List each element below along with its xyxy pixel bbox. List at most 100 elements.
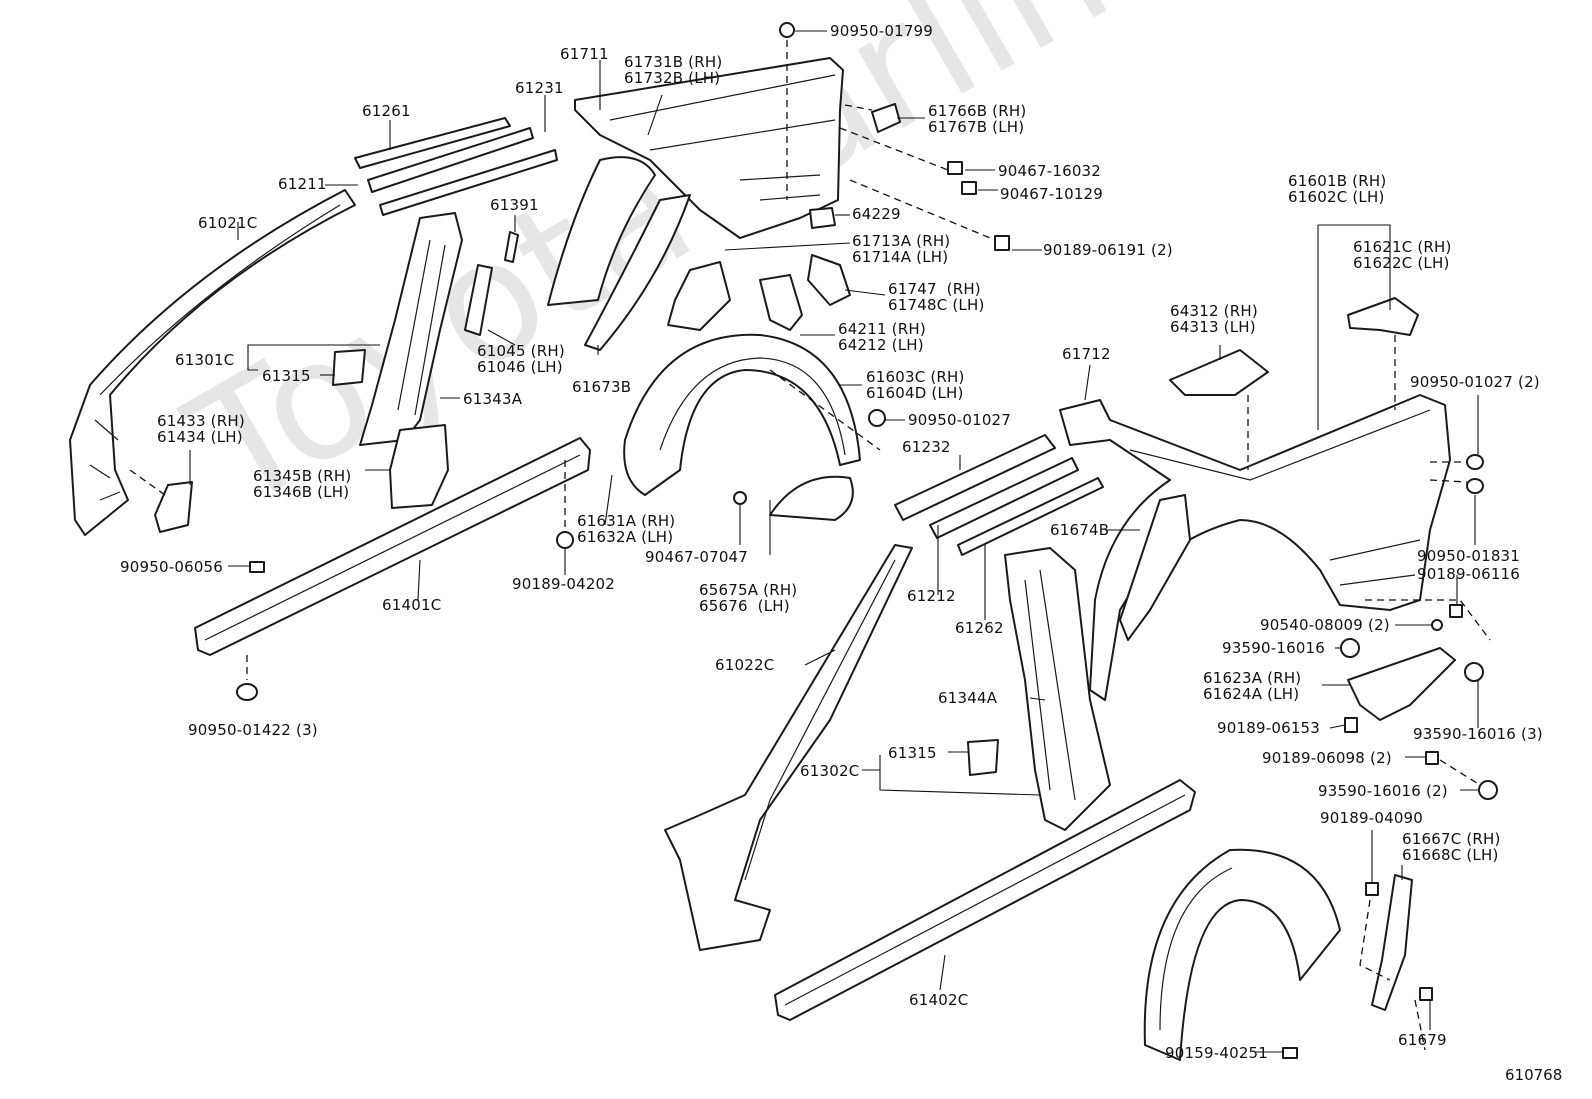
part-61747 — [807, 254, 851, 306]
fastener-90189-06116 — [1449, 604, 1463, 618]
dashed-lines — [129, 40, 1491, 1051]
part-61621c — [1347, 297, 1419, 336]
label-90950-01027: 90950-01027 — [908, 411, 1012, 429]
label-61391: 61391 — [490, 196, 539, 214]
label-61679: 61679 — [1398, 1031, 1447, 1049]
part-61766b — [871, 103, 901, 133]
label-64229: 64229 — [852, 205, 901, 223]
fastener-90950-01831 — [1466, 478, 1484, 494]
label-61667c: 61667C (RH)61668C (LH) — [1402, 830, 1501, 864]
part-61045 — [464, 264, 493, 336]
part-61262 — [957, 477, 1104, 556]
label-90189-04202: 90189-04202 — [512, 575, 616, 593]
label-61673b: 61673B — [572, 378, 632, 396]
label-61674b: 61674B — [1050, 521, 1110, 539]
label-90189-06116: 90189-06116 — [1417, 565, 1521, 583]
fastener-90950-01422 — [236, 683, 258, 701]
label-61232: 61232 — [902, 438, 951, 456]
label-61022c: 61022C — [715, 656, 775, 674]
label-61712: 61712 — [1062, 345, 1111, 363]
fastener-90950-01799 — [779, 22, 795, 38]
label-93590-16016-a: 93590-16016 — [1222, 639, 1326, 657]
part-61345b — [389, 424, 449, 509]
clip-93590-16016-3 — [1464, 662, 1484, 682]
part-64229 — [809, 207, 836, 229]
label-61713a: 61713A (RH)61714A (LH) — [852, 232, 951, 266]
label-90950-01027-rear: 90950-01027 (2) — [1410, 373, 1540, 391]
label-61315-front: 61315 — [262, 367, 311, 385]
part-61315-front — [332, 349, 366, 386]
label-61402c: 61402C — [909, 991, 969, 1009]
label-61601b: 61601B (RH)61602C (LH) — [1288, 172, 1387, 206]
fastener-61679 — [1419, 987, 1433, 1001]
label-90159-40251: 90159-40251 — [1165, 1044, 1269, 1062]
label-90540-08009: 90540-08009 (2) — [1260, 616, 1390, 634]
part-61623a — [1347, 647, 1456, 721]
label-61631a: 61631A (RH)61632A (LH) — [577, 512, 676, 546]
part-65675a — [769, 475, 854, 521]
label-90467-16032: 90467-16032 — [998, 162, 1102, 180]
fastener-90950-06056 — [249, 561, 265, 573]
fastener-90950-01027 — [868, 409, 886, 427]
part-61713a — [667, 261, 731, 331]
label-61401c: 61401C — [382, 596, 442, 614]
label-90189-04090: 90189-04090 — [1320, 809, 1424, 827]
label-90467-07047: 90467-07047 — [645, 548, 749, 566]
label-61021c: 61021C — [198, 214, 258, 232]
fastener-90467-07047 — [733, 491, 747, 505]
label-64312: 64312 (RH)64313 (LH) — [1170, 302, 1258, 336]
part-61315-rear — [967, 739, 999, 776]
part-61232 — [894, 434, 1056, 521]
label-61433: 61433 (RH)61434 (LH) — [157, 412, 245, 446]
diagram-id: 610768 — [1505, 1066, 1563, 1084]
leader-lines — [189, 30, 1479, 1053]
label-90950-01422: 90950-01422 (3) — [188, 721, 318, 739]
clip-93590-16016-2 — [1478, 780, 1498, 800]
label-90189-06153: 90189-06153 — [1217, 719, 1321, 737]
part-61673b — [547, 156, 656, 306]
fastener-90189-04202 — [556, 531, 574, 549]
part-61391 — [504, 231, 519, 263]
fastener-90189-06191 — [994, 235, 1010, 251]
part-61021c — [69, 189, 356, 536]
label-90189-06191: 90189-06191 (2) — [1043, 241, 1173, 259]
part-61301c — [359, 212, 463, 446]
label-61766b: 61766B (RH)61767B (LH) — [928, 102, 1027, 136]
label-61231: 61231 — [515, 79, 564, 97]
label-61302c: 61302C — [800, 762, 860, 780]
label-61731b: 61731B (RH)61732B (LH) — [624, 53, 723, 87]
fastener-90189-04090 — [1365, 882, 1379, 896]
part-61711 — [574, 57, 844, 239]
label-90189-06098: 90189-06098 (2) — [1262, 749, 1392, 767]
label-61711: 61711 — [560, 45, 609, 63]
fastener-90189-06098 — [1425, 751, 1439, 765]
part-61674b — [1119, 494, 1191, 641]
label-61623a: 61623A (RH)61624A (LH) — [1203, 669, 1302, 703]
fastener-90467-10129 — [961, 181, 977, 195]
label-90950-01799: 90950-01799 — [830, 22, 934, 40]
label-61045: 61045 (RH)61046 (LH) — [477, 342, 565, 376]
part-61344a — [1004, 547, 1111, 831]
clip-93590-16016-a — [1340, 638, 1360, 658]
part-61212 — [929, 457, 1079, 539]
label-61621c: 61621C (RH)61622C (LH) — [1353, 238, 1452, 272]
part-61603c — [623, 333, 861, 496]
part-61673b-b — [584, 194, 691, 351]
fastener-90950-01027-rear-a — [1466, 454, 1484, 470]
label-61211: 61211 — [278, 175, 327, 193]
part-61231 — [367, 127, 534, 193]
fastener-90159-40251 — [1282, 1047, 1298, 1059]
label-90950-06056: 90950-06056 — [120, 558, 224, 576]
label-61747: 61747 (RH)61748C (LH) — [888, 280, 985, 314]
part-rear-wheelhouse — [1143, 848, 1341, 1061]
label-90467-10129: 90467-10129 — [1000, 185, 1104, 203]
label-64211: 64211 (RH)64212 (LH) — [838, 320, 926, 354]
part-64211 — [759, 274, 803, 331]
fastener-90467-16032 — [947, 161, 963, 175]
part-61401c — [194, 437, 591, 656]
label-93590-16016-3: 93590-16016 (3) — [1413, 725, 1543, 743]
label-61262: 61262 — [955, 619, 1004, 637]
label-61345b: 61345B (RH)61346B (LH) — [253, 467, 352, 501]
